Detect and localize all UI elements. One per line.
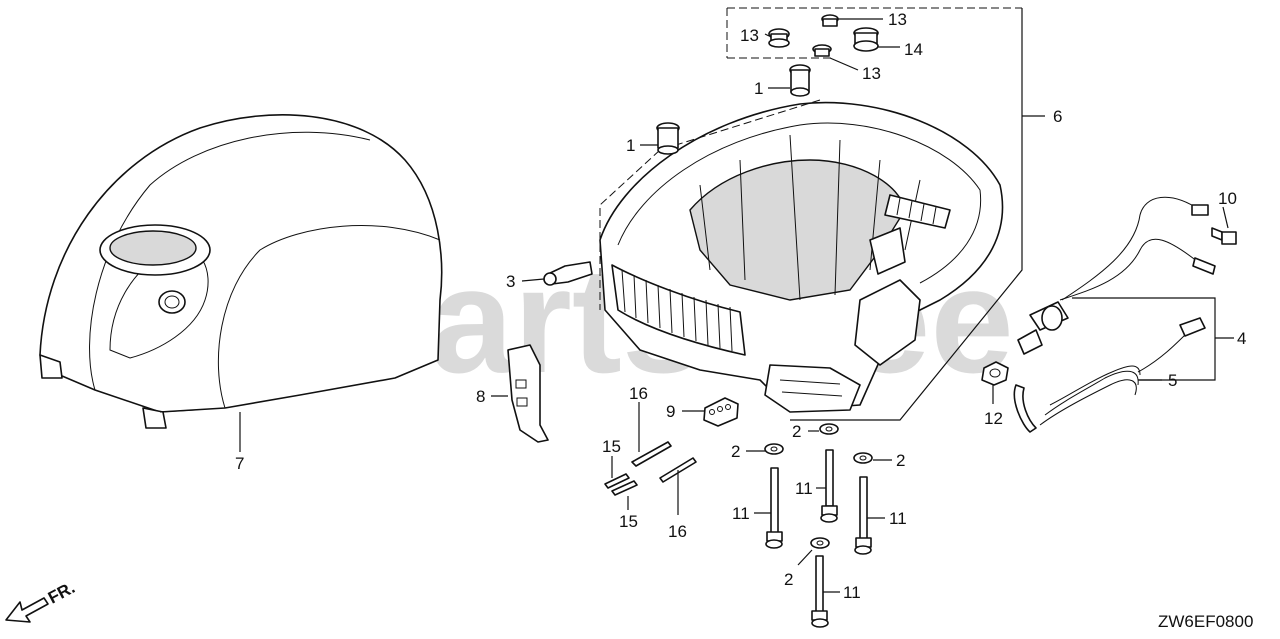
part-13-grommet-a[interactable] xyxy=(768,28,790,48)
callout-11: 11 xyxy=(732,504,750,523)
part-11-bolt-b[interactable] xyxy=(820,449,838,523)
part-16-pin-a[interactable] xyxy=(631,441,672,467)
callout-15: 15 xyxy=(619,512,638,531)
part-7-top-cover[interactable] xyxy=(39,114,443,429)
part-2-washer-a[interactable] xyxy=(764,443,784,455)
callout-9: 9 xyxy=(666,402,675,421)
callout-2: 2 xyxy=(784,570,793,589)
callout-14: 14 xyxy=(904,40,923,59)
callout-1: 1 xyxy=(754,79,763,98)
part-9-holder[interactable] xyxy=(703,397,739,427)
callout-12: 12 xyxy=(984,409,1003,428)
part-13-grommet-c[interactable] xyxy=(812,44,832,57)
fr-label: FR. xyxy=(45,578,78,608)
front-direction-arrow: FR. xyxy=(5,578,78,623)
drawing-code: ZW6EF0800 xyxy=(1158,612,1253,631)
callout-13: 13 xyxy=(740,26,759,45)
callout-15: 15 xyxy=(602,437,621,456)
part-1-grommet-a[interactable] xyxy=(789,64,811,97)
part-13-grommet-b[interactable] xyxy=(821,14,839,27)
callout-labels: 13 13 13 14 1 1 6 3 8 7 9 16 16 15 15 2 … xyxy=(235,10,1246,602)
callout-13: 13 xyxy=(862,64,881,83)
callout-16: 16 xyxy=(668,522,687,541)
part-5-lanyard[interactable] xyxy=(1013,317,1206,433)
callout-13: 13 xyxy=(888,10,907,29)
callout-2: 2 xyxy=(731,442,740,461)
part-10-bolt[interactable] xyxy=(1211,227,1237,245)
callout-3: 3 xyxy=(506,272,515,291)
part-15-pin-b[interactable] xyxy=(611,480,638,496)
callout-11: 11 xyxy=(843,583,861,602)
part-6-under-cover[interactable] xyxy=(599,101,1004,413)
part-1-grommet-b[interactable] xyxy=(656,122,680,155)
part-3-clip[interactable] xyxy=(543,261,593,286)
part-12-nut[interactable] xyxy=(981,361,1009,386)
callout-16: 16 xyxy=(629,384,648,403)
callout-1: 1 xyxy=(626,136,635,155)
part-2-washer-c[interactable] xyxy=(853,452,873,464)
part-15-pin-a[interactable] xyxy=(604,473,630,489)
callout-6: 6 xyxy=(1053,107,1062,126)
callout-5: 5 xyxy=(1168,371,1177,390)
callout-4: 4 xyxy=(1237,329,1246,348)
part-8-bracket[interactable] xyxy=(507,344,549,443)
callout-2: 2 xyxy=(896,451,905,470)
part-2-washer-b[interactable] xyxy=(819,423,839,435)
callout-11: 11 xyxy=(795,479,813,498)
part-4-switch[interactable] xyxy=(1017,196,1216,355)
part-2-washer-d[interactable] xyxy=(810,537,830,549)
part-11-bolt-a[interactable] xyxy=(765,467,783,549)
leader-lines xyxy=(239,18,1234,593)
part-11-bolt-d[interactable] xyxy=(811,555,829,628)
callout-7: 7 xyxy=(235,454,244,473)
callout-8: 8 xyxy=(476,387,485,406)
callout-10: 10 xyxy=(1218,189,1237,208)
callout-11: 11 xyxy=(889,509,907,528)
part-14-grommet[interactable] xyxy=(853,27,879,52)
part-11-bolt-c[interactable] xyxy=(854,476,872,555)
callout-2: 2 xyxy=(792,422,801,441)
